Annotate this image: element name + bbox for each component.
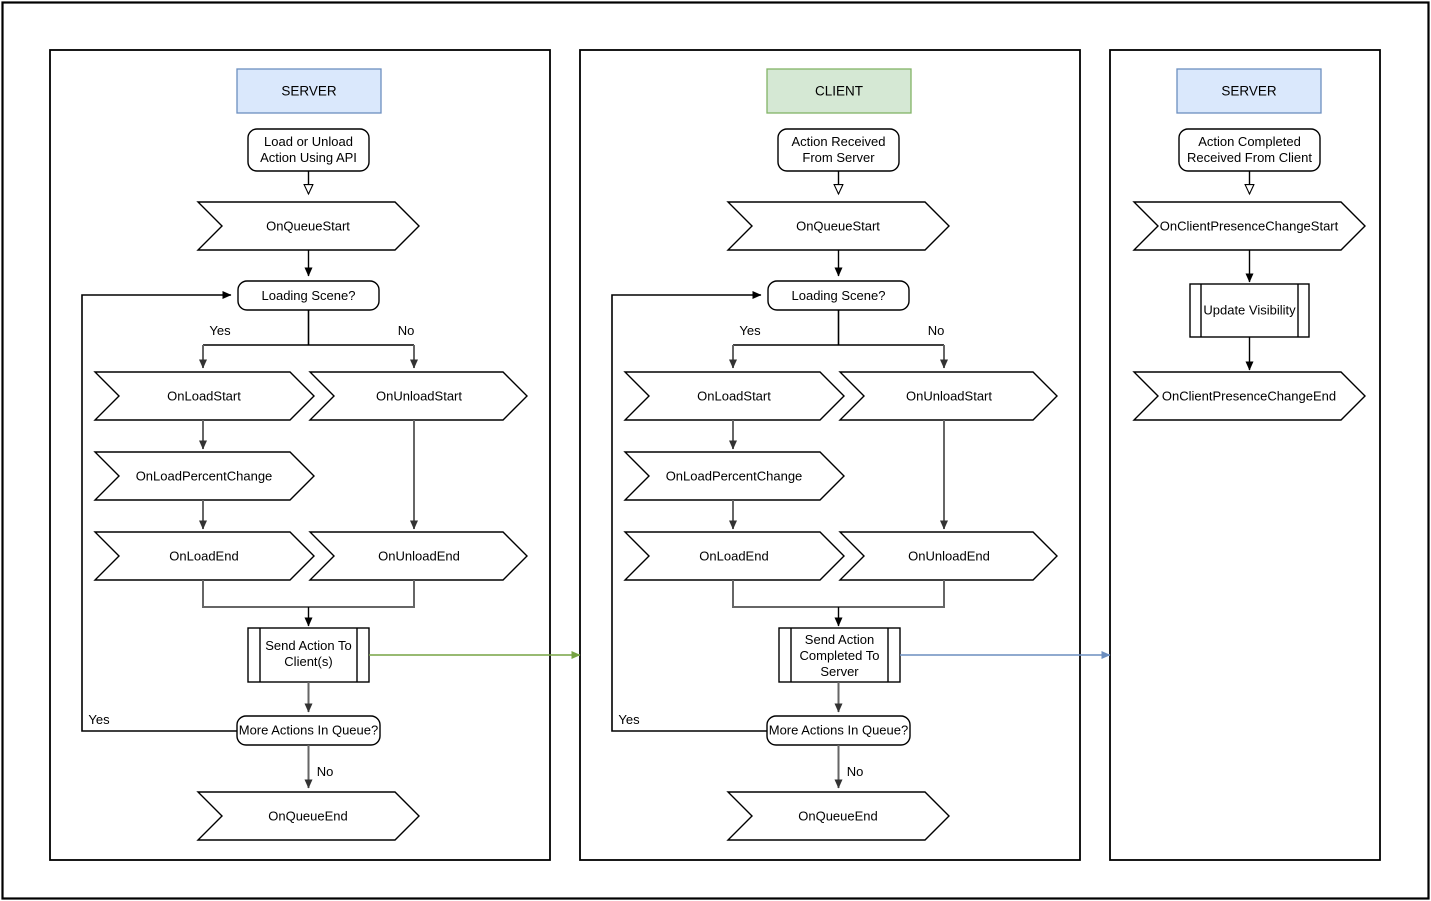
node-client-onloadpercentchange-label: OnLoadPercentChange (666, 468, 803, 483)
node-client-decision-more-actions-label: More Actions In Queue? (769, 722, 908, 737)
node-client-onloadend-label: OnLoadEnd (699, 548, 768, 563)
node-client-decision-loading-scene-label: Loading Scene? (792, 288, 886, 303)
node-onunloadend (308, 531, 528, 581)
node-start-action-received-line1: Action Received (792, 134, 886, 149)
node-onloadstart-label: OnLoadStart (167, 388, 241, 403)
node-onclientpresencechangeend (1132, 371, 1366, 421)
node-onunloadend-label: OnUnloadEnd (378, 548, 460, 563)
panel-header-server-right-label: SERVER (1221, 84, 1277, 99)
node-client-onunloadend-label: OnUnloadEnd (908, 548, 990, 563)
node-onqueuestart (196, 201, 420, 251)
node-start-load-unload-line2: Action Using API (260, 150, 357, 165)
node-start-load-unload-line1: Load or Unload (264, 134, 353, 149)
label-exit-no: No (317, 764, 334, 779)
node-onunloadstart-label: OnUnloadStart (376, 388, 462, 403)
node-onqueueend (196, 791, 420, 841)
label-branch-yes: Yes (209, 323, 231, 338)
node-client-onqueuestart (726, 201, 950, 251)
node-send-action-completed-line2: Completed To (800, 648, 880, 663)
node-send-action-completed-line1: Send Action (805, 632, 874, 647)
node-client-onunloadend (838, 531, 1058, 581)
node-client-onloadstart (623, 371, 845, 421)
label-client-branch-no: No (928, 323, 945, 338)
node-start-action-received-line2: From Server (802, 150, 875, 165)
panel-header-server-left-label: SERVER (281, 84, 337, 99)
node-onqueuestart-label: OnQueueStart (266, 218, 350, 233)
node-start-action-completed-line2: Received From Client (1187, 150, 1312, 165)
panel-header-client-label: CLIENT (815, 84, 863, 99)
node-client-onloadend (623, 531, 845, 581)
panel-header-server-left (236, 68, 382, 114)
node-onloadend-label: OnLoadEnd (169, 548, 238, 563)
node-onloadpercentchange-label: OnLoadPercentChange (136, 468, 273, 483)
node-send-action-completed-to-server (778, 627, 901, 683)
node-onclientpresencechangestart (1132, 201, 1366, 251)
node-start-action-completed-line1: Action Completed (1198, 134, 1301, 149)
node-decision-loading-scene-label: Loading Scene? (262, 288, 356, 303)
node-decision-more-actions-label: More Actions In Queue? (239, 722, 378, 737)
node-send-action-to-clients-line1: Send Action To (265, 638, 352, 653)
node-client-onqueuestart-label: OnQueueStart (796, 218, 880, 233)
node-onloadpercentchange (93, 451, 315, 501)
node-send-action-to-clients-line2: Client(s) (284, 654, 332, 669)
node-client-onqueueend (726, 791, 950, 841)
panel-header-client (766, 68, 912, 114)
node-update-visibility (1189, 283, 1310, 338)
edge-client-loop-back-yes (611, 291, 767, 732)
node-onqueueend-label: OnQueueEnd (268, 808, 348, 823)
node-client-onqueueend-label: OnQueueEnd (798, 808, 878, 823)
label-client-branch-yes: Yes (739, 323, 761, 338)
node-onunloadstart (308, 371, 528, 421)
node-client-onunloadstart (838, 371, 1058, 421)
node-client-onloadstart-label: OnLoadStart (697, 388, 771, 403)
label-branch-no: No (398, 323, 415, 338)
node-onloadend (93, 531, 315, 581)
node-client-onloadpercentchange (623, 451, 845, 501)
node-update-visibility-label: Update Visibility (1203, 302, 1296, 317)
label-client-loop-yes: Yes (618, 712, 640, 727)
panel-header-server-right (1176, 68, 1322, 114)
node-onclientpresencechangeend-label: OnClientPresenceChangeEnd (1162, 388, 1336, 403)
node-send-action-completed-line3: Server (820, 664, 859, 679)
label-client-exit-no: No (847, 764, 864, 779)
edge-loop-back-yes (81, 291, 237, 732)
node-client-onunloadstart-label: OnUnloadStart (906, 388, 992, 403)
label-loop-yes: Yes (88, 712, 110, 727)
node-onclientpresencechangestart-label: OnClientPresenceChangeStart (1160, 218, 1339, 233)
node-onloadstart (93, 371, 315, 421)
